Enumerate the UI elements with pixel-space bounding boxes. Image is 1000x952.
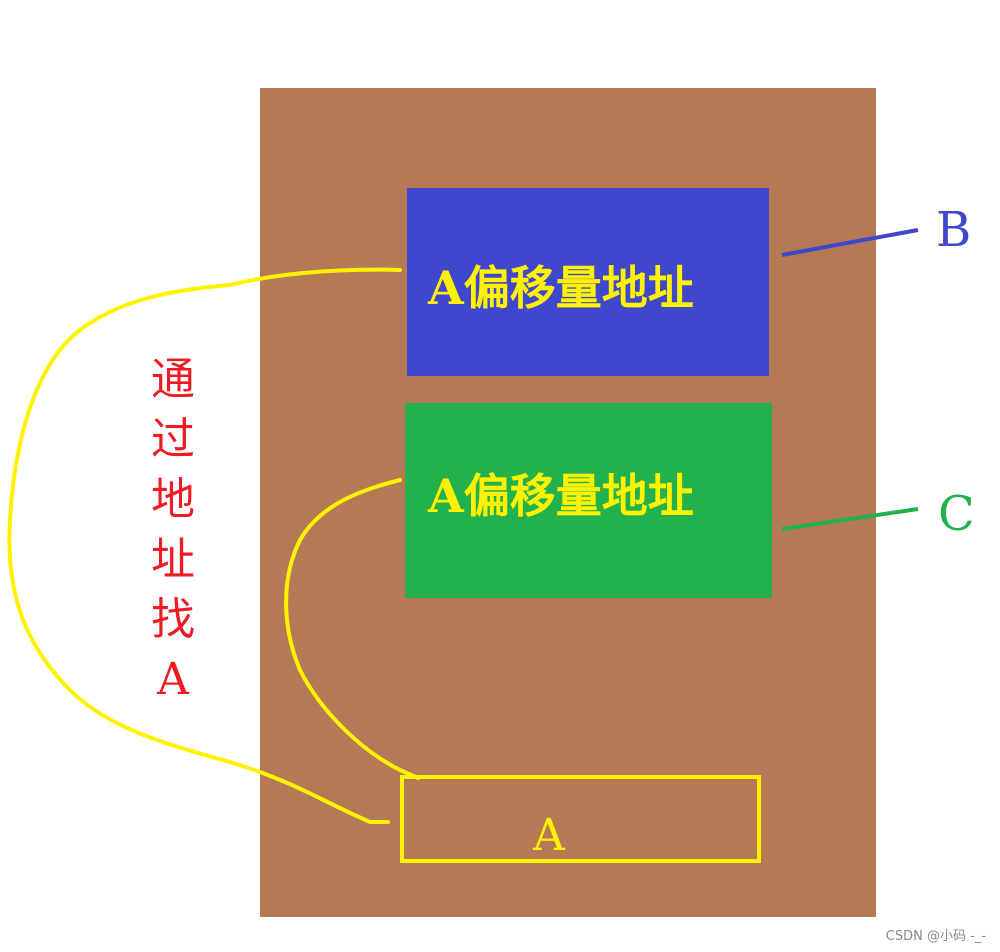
block-b [407, 188, 769, 376]
block-a-label: A [533, 810, 565, 861]
caption-char: 址 [151, 534, 195, 585]
pointer-line-c [781, 507, 919, 531]
caption-char: 过 [151, 414, 195, 465]
caption-char: A [157, 654, 189, 705]
caption-char: 通 [151, 354, 195, 405]
label-c: C [938, 486, 975, 542]
inner-reference-curve [284, 478, 420, 780]
caption-char: 地 [151, 474, 195, 525]
find-by-address-caption: 通 过 地 址 找 A [148, 350, 198, 710]
pointer-line-b [781, 228, 919, 257]
label-b: B [936, 202, 972, 258]
block-c [405, 403, 772, 598]
outer-reference-curve [7, 267, 402, 824]
block-c-label: A偏移量地址 [428, 469, 694, 523]
block-b-label: A偏移量地址 [428, 261, 694, 315]
caption-char: 找 [151, 594, 195, 645]
block-a [400, 775, 761, 863]
watermark: CSDN @小码 -_- [885, 929, 986, 944]
